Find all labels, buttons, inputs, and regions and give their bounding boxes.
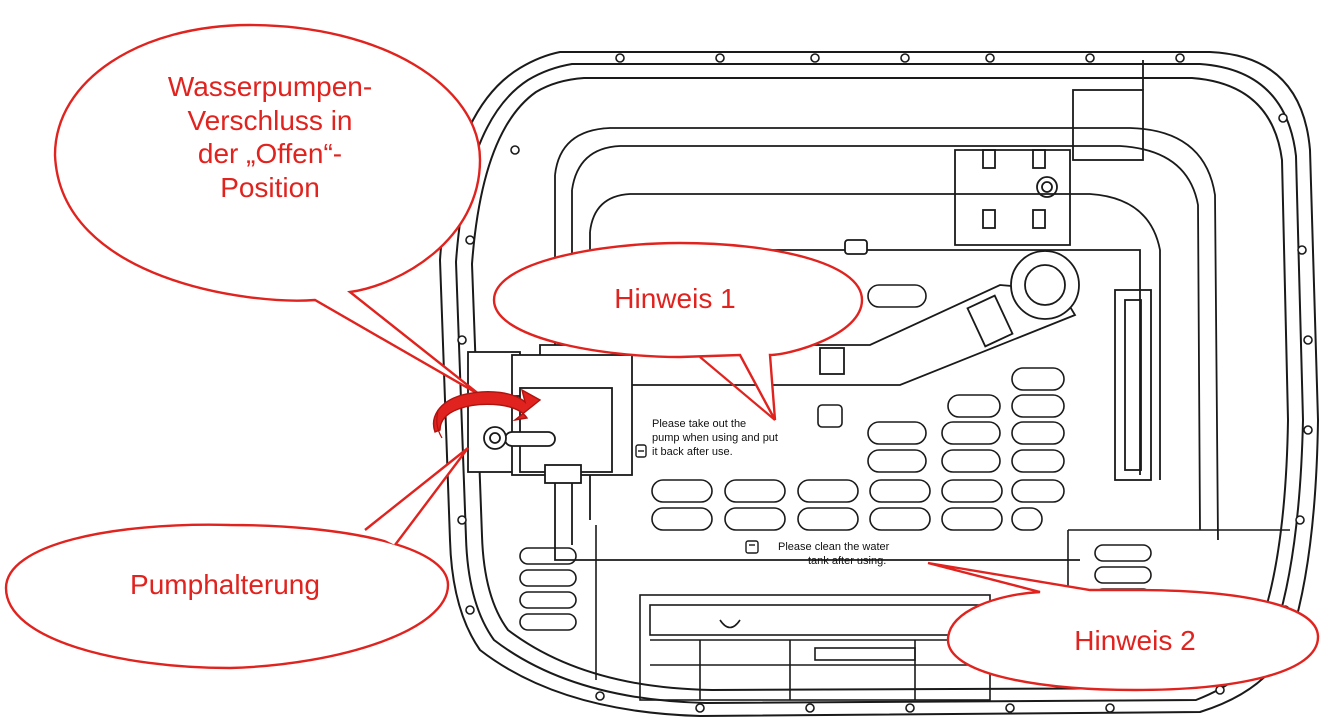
callout-pump-lock	[53, 23, 482, 397]
left-vents	[519, 525, 597, 680]
pump-lock-line-3: der „Offen“-	[197, 138, 343, 170]
note1-label: Hinweis 1	[614, 283, 736, 314]
pump-holder-block	[467, 351, 633, 484]
device-note1-line-2: pump when using and put	[652, 431, 778, 444]
callout-note1	[492, 241, 864, 421]
note2-label: Hinweis 2	[1074, 625, 1196, 656]
top-bracket	[954, 149, 1071, 246]
rim-rivets	[457, 53, 1313, 713]
text-icons	[635, 444, 759, 554]
device-note2-line-1: Please clean the water	[778, 541, 890, 553]
pump-holder-label: Pumphalterung	[130, 569, 320, 600]
pump-lock-line-2: Verschluss in	[187, 104, 353, 136]
device-note1-line-3: it back after use.	[652, 445, 733, 458]
pump-lock-label: Wasserpumpen- Verschluss in der „Offen“-…	[140, 70, 400, 204]
device-note2-text: Please clean the water tank after using.	[778, 541, 958, 569]
tank-hatch	[639, 594, 991, 701]
pump-lock-line-1: Wasserpumpen-	[167, 71, 373, 102]
device-note1-text: Please take out the pump when using and …	[652, 418, 872, 459]
vent-slots	[651, 284, 1065, 531]
callout-pump-holder	[4, 447, 469, 670]
device-note1-line-1: Please take out the	[652, 418, 747, 430]
callout-note2	[927, 561, 1320, 692]
device-note2-line-2: tank after using.	[808, 554, 887, 567]
rotation-arrow-icon	[433, 388, 542, 439]
pump-lock-line-4: Position	[220, 171, 320, 203]
